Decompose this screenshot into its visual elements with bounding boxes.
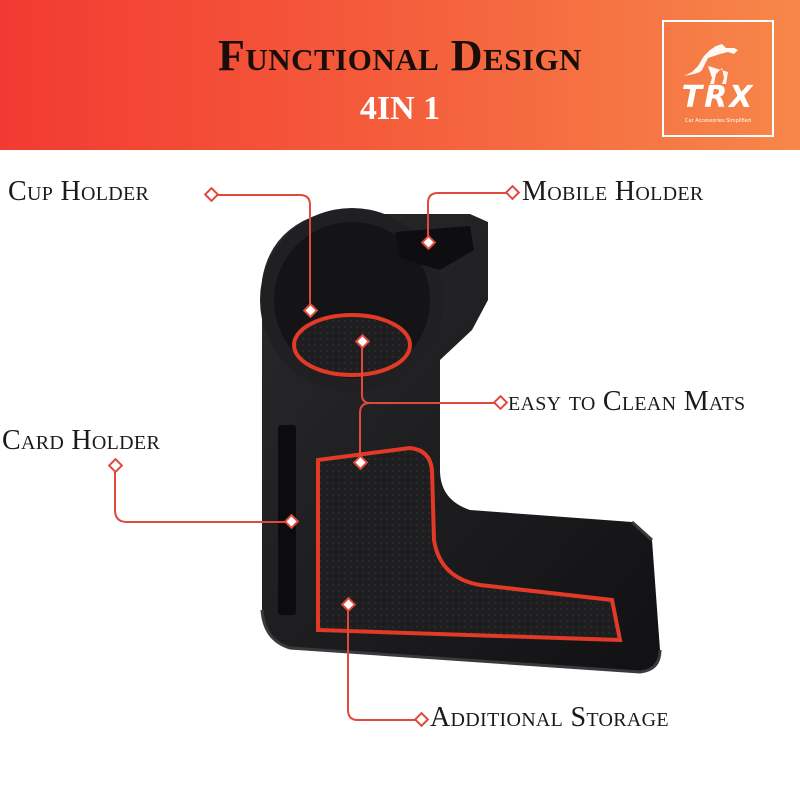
leader-markers: [107, 184, 521, 728]
brand-logo: TRX Car Accessories Simplified: [662, 20, 774, 137]
callout-card-holder: Card Holder: [2, 425, 161, 456]
cup-holder-mat: [292, 313, 412, 377]
logo-wordmark: TRX: [681, 80, 755, 115]
callout-mobile-holder: Mobile Holder: [522, 176, 704, 207]
mobile-holder-slot: [395, 226, 474, 270]
banner-subtitle: 4IN 1: [359, 90, 441, 127]
leader-lines: [114, 192, 512, 721]
storage-mat: [316, 445, 623, 643]
dinosaur-icon: [684, 44, 738, 84]
callout-cup-holder: Cup Holder: [8, 176, 150, 207]
banner-title: Functional Design: [217, 31, 583, 80]
callout-easy-clean-mats: easy to Clean Mats: [508, 386, 746, 417]
header-banner: [0, 0, 800, 150]
logo-tagline: Car Accessories Simplified: [685, 118, 751, 124]
callout-additional-storage: Additional Storage: [430, 702, 669, 733]
